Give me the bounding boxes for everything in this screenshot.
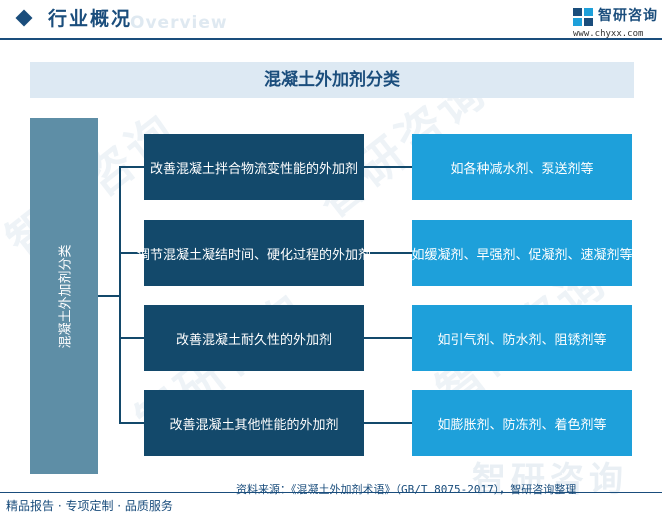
header-divider [0, 38, 662, 40]
example-label: 如各种减水剂、泵送剂等 [450, 161, 594, 177]
example-label: 如膨胀剂、防冻剂、着色剂等 [437, 417, 607, 433]
category-node: 改善混凝土拌合物流变性能的外加剂 [144, 134, 364, 200]
category-label: 调节混凝土凝结时间、硬化过程的外加剂 [137, 247, 372, 263]
connector-branch [120, 422, 144, 424]
connector-trunk [119, 166, 121, 424]
section-subtitle: Overview [130, 13, 228, 33]
root-node-label-wrap: 混凝土外加剂分类 [30, 118, 98, 474]
category-node: 调节混凝土凝结时间、硬化过程的外加剂 [137, 220, 371, 286]
connector-root [98, 295, 120, 297]
category-label: 改善混凝土耐久性的外加剂 [175, 332, 332, 348]
connector-branch [120, 166, 144, 168]
connector-mid-right [364, 252, 412, 254]
header-diamond-icon [15, 9, 33, 27]
connector-branch [120, 337, 144, 339]
footer-divider [0, 492, 662, 493]
example-node: 如缓凝剂、早强剂、促凝剂、速凝剂等 [411, 220, 633, 286]
category-label: 改善混凝土拌合物流变性能的外加剂 [149, 161, 358, 177]
source-note: 资料来源：《混凝土外加剂术语》（GB/T 8075-2017），智研咨询整理 [236, 483, 577, 496]
logo-icon [573, 8, 593, 26]
footer-logo-watermark: 智研咨询 [472, 460, 628, 500]
example-node: 如引气剂、防水剂、阻锈剂等 [412, 305, 632, 371]
logo-url: www.chyxx.com [573, 29, 644, 39]
connector-mid-right [364, 422, 412, 424]
root-node-label: 混凝土外加剂分类 [58, 243, 74, 349]
category-label: 改善混凝土其他性能的外加剂 [169, 417, 339, 433]
footer-slogan: 精品报告 · 专项定制 · 品质服务 [6, 499, 173, 513]
logo-text: 智研咨询 [598, 8, 658, 24]
connector-mid-right [364, 337, 412, 339]
connector-branch [120, 252, 144, 254]
section-title: 行业概况 [48, 8, 133, 30]
category-node: 改善混凝土其他性能的外加剂 [144, 390, 364, 456]
example-node: 如各种减水剂、泵送剂等 [412, 134, 632, 200]
example-label: 如引气剂、防水剂、阻锈剂等 [437, 332, 607, 348]
diagram-title: 混凝土外加剂分类 [264, 70, 400, 90]
root-node [30, 118, 98, 474]
title-banner [30, 62, 634, 98]
category-node: 改善混凝土耐久性的外加剂 [144, 305, 364, 371]
example-node: 如膨胀剂、防冻剂、着色剂等 [412, 390, 632, 456]
connector-mid-right [364, 166, 412, 168]
example-label: 如缓凝剂、早强剂、促凝剂、速凝剂等 [411, 247, 633, 263]
